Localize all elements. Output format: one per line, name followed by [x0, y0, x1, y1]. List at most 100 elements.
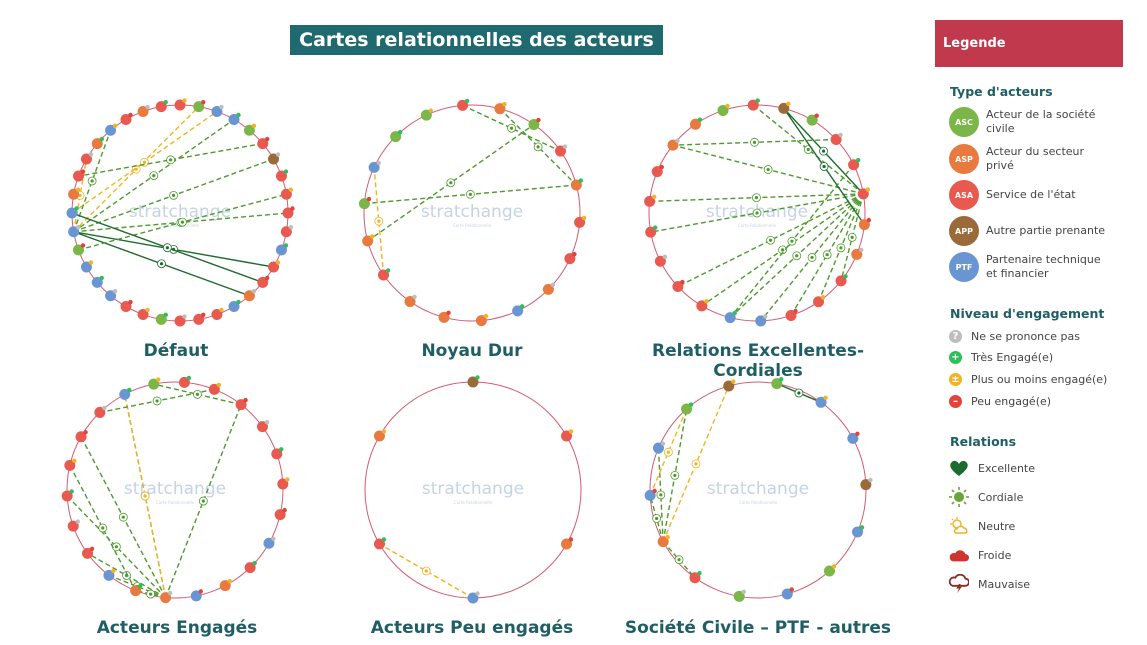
actor-node[interactable]	[244, 562, 256, 574]
actor-node[interactable]	[830, 133, 842, 145]
actor-node[interactable]	[275, 170, 287, 182]
actor-node[interactable]	[652, 442, 664, 454]
actor-node[interactable]	[94, 406, 106, 418]
actor-node[interactable]	[120, 301, 132, 313]
actor-node[interactable]	[268, 261, 280, 273]
actor-node[interactable]	[256, 421, 268, 433]
actor-node[interactable]	[858, 219, 870, 231]
actor-node[interactable]	[420, 109, 432, 121]
actor-node[interactable]	[373, 430, 385, 442]
actor-node[interactable]	[211, 106, 223, 118]
actor-node[interactable]	[733, 590, 745, 602]
actor-node[interactable]	[120, 113, 132, 125]
actor-node[interactable]	[747, 99, 759, 111]
actor-node[interactable]	[137, 308, 149, 320]
actor-node[interactable]	[813, 296, 825, 308]
actor-node[interactable]	[475, 315, 487, 327]
actor-node[interactable]	[644, 489, 656, 501]
actor-node[interactable]	[148, 378, 160, 390]
actor-node[interactable]	[174, 99, 186, 111]
actor-node[interactable]	[271, 448, 283, 460]
actor-node[interactable]	[528, 119, 540, 131]
actor-node[interactable]	[835, 275, 847, 287]
actor-node[interactable]	[561, 430, 573, 442]
actor-node[interactable]	[73, 170, 85, 182]
actor-node[interactable]	[268, 153, 280, 165]
actor-node[interactable]	[645, 226, 657, 238]
actor-node[interactable]	[263, 537, 275, 549]
actor-node[interactable]	[457, 99, 469, 111]
actor-node[interactable]	[80, 261, 92, 273]
actor-node[interactable]	[280, 188, 292, 200]
actor-node[interactable]	[67, 520, 79, 532]
actor-node[interactable]	[542, 283, 554, 295]
actor-node[interactable]	[280, 226, 292, 238]
actor-node[interactable]	[103, 569, 115, 581]
actor-node[interactable]	[378, 269, 390, 281]
actor-node[interactable]	[512, 305, 524, 317]
actor-node[interactable]	[823, 565, 835, 577]
actor-node[interactable]	[467, 376, 479, 388]
actor-node[interactable]	[243, 124, 255, 136]
actor-node[interactable]	[689, 118, 701, 130]
actor-node[interactable]	[672, 281, 684, 293]
actor-node[interactable]	[644, 195, 656, 207]
actor-node[interactable]	[785, 310, 797, 322]
actor-node[interactable]	[257, 276, 269, 288]
actor-node[interactable]	[68, 226, 80, 238]
actor-node[interactable]	[193, 101, 205, 113]
actor-node[interactable]	[275, 244, 287, 256]
actor-node[interactable]	[438, 311, 450, 323]
actor-node[interactable]	[852, 526, 864, 538]
actor-node[interactable]	[574, 216, 586, 228]
actor-node[interactable]	[257, 138, 269, 150]
actor-node[interactable]	[564, 253, 576, 265]
actor-node[interactable]	[724, 312, 736, 324]
actor-node[interactable]	[119, 388, 131, 400]
actor-node[interactable]	[689, 572, 701, 584]
actor-node[interactable]	[667, 139, 679, 151]
actor-node[interactable]	[61, 490, 73, 502]
actor-node[interactable]	[860, 479, 872, 491]
actor-node[interactable]	[160, 592, 172, 604]
actor-node[interactable]	[657, 536, 669, 548]
actor-node[interactable]	[570, 179, 582, 191]
actor-node[interactable]	[781, 588, 793, 600]
actor-node[interactable]	[228, 301, 240, 313]
actor-node[interactable]	[91, 276, 103, 288]
actor-node[interactable]	[178, 376, 190, 388]
actor-node[interactable]	[190, 590, 202, 602]
actor-node[interactable]	[847, 432, 859, 444]
actor-node[interactable]	[277, 478, 289, 490]
actor-node[interactable]	[235, 399, 247, 411]
actor-node[interactable]	[390, 131, 402, 143]
actor-node[interactable]	[654, 255, 666, 267]
actor-node[interactable]	[66, 207, 78, 219]
actor-node[interactable]	[467, 592, 479, 604]
actor-node[interactable]	[174, 315, 186, 327]
actor-node[interactable]	[696, 300, 708, 312]
actor-node[interactable]	[404, 295, 416, 307]
actor-node[interactable]	[155, 313, 167, 325]
actor-node[interactable]	[368, 161, 380, 173]
actor-node[interactable]	[755, 315, 767, 327]
actor-node[interactable]	[80, 153, 92, 165]
actor-node[interactable]	[155, 101, 167, 113]
actor-node[interactable]	[681, 403, 693, 415]
actor-node[interactable]	[723, 380, 735, 392]
actor-node[interactable]	[75, 431, 87, 443]
actor-node[interactable]	[211, 308, 223, 320]
actor-node[interactable]	[771, 378, 783, 390]
actor-node[interactable]	[554, 145, 566, 157]
actor-node[interactable]	[778, 102, 790, 114]
actor-node[interactable]	[815, 396, 827, 408]
actor-node[interactable]	[82, 547, 94, 559]
actor-node[interactable]	[851, 248, 863, 260]
actor-node[interactable]	[219, 580, 231, 592]
